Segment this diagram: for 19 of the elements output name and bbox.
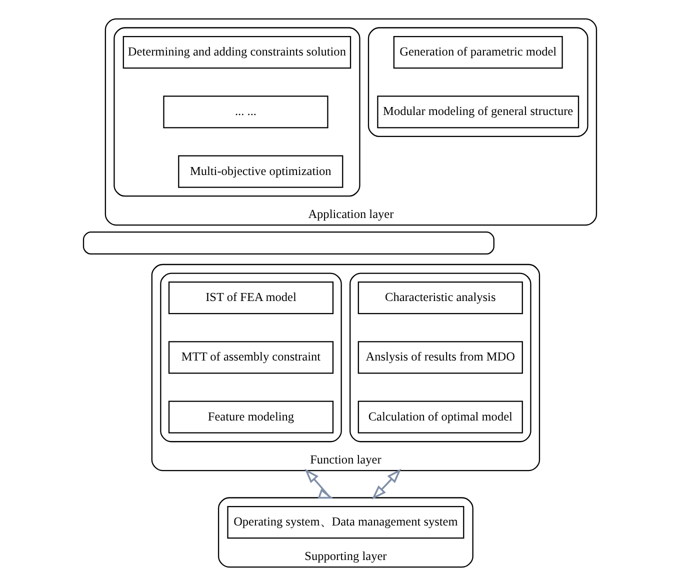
cluster: [367, 27, 588, 138]
node-box: Multi-objective optimization: [178, 155, 343, 188]
cluster: [349, 272, 531, 442]
node-box: IST of FEA model: [168, 281, 334, 314]
node-box: Determining and adding constraints solution: [122, 36, 351, 69]
node-box: ... ...: [162, 96, 328, 128]
node-box: Anslysis of results from MDO: [357, 341, 522, 374]
cluster: [160, 272, 342, 442]
node-box: Characteristic analysis: [357, 281, 522, 314]
arrow: [371, 468, 401, 500]
node-box: Feature modeling: [168, 400, 334, 434]
node-box: [82, 231, 494, 255]
node-box: MTT of assembly constraint: [168, 341, 334, 374]
node-box: Calculation of optimal model: [357, 400, 522, 434]
cluster: [113, 27, 360, 197]
node-box: Generation of parametric model: [392, 36, 562, 69]
arrow: [304, 468, 334, 499]
node-box: Operating system、Data management system: [226, 506, 464, 539]
node-box: Modular modeling of general structure: [376, 96, 579, 128]
